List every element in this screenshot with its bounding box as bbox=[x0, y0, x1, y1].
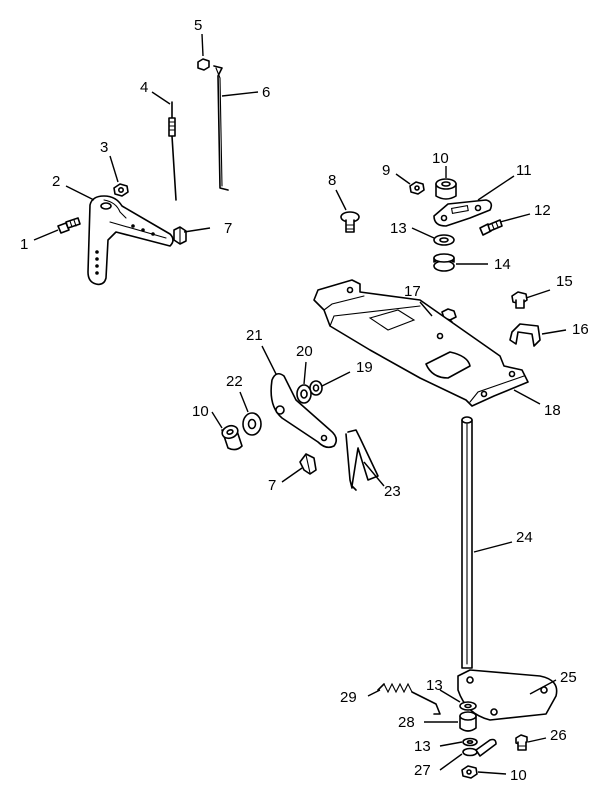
callout-14: 14 bbox=[494, 256, 511, 273]
callout-27: 27 bbox=[414, 762, 431, 779]
part-16-clip bbox=[509, 323, 541, 347]
callout-8: 8 bbox=[328, 172, 336, 189]
part-7-clip-upper bbox=[173, 226, 187, 245]
callout-26: 26 bbox=[550, 727, 567, 744]
callout-4: 4 bbox=[140, 79, 148, 96]
callout-6: 6 bbox=[262, 84, 270, 101]
part-21-lever-arm bbox=[270, 372, 338, 449]
callout-20: 20 bbox=[296, 343, 313, 360]
part-4-cable bbox=[168, 101, 177, 201]
callout-7-lower: 7 bbox=[268, 477, 276, 494]
part-13-washer-upper bbox=[433, 234, 455, 246]
callout-16: 16 bbox=[572, 321, 589, 338]
callout-11: 11 bbox=[516, 162, 532, 179]
callout-25: 25 bbox=[560, 669, 577, 686]
callout-15: 15 bbox=[556, 273, 573, 290]
callout-9: 9 bbox=[382, 162, 390, 179]
callout-12: 12 bbox=[534, 202, 551, 219]
part-5-nut bbox=[197, 58, 210, 71]
callout-28: 28 bbox=[398, 714, 415, 731]
part-10-nut-lower bbox=[461, 765, 478, 779]
part-2-lever-bracket bbox=[87, 195, 174, 286]
callout-18: 18 bbox=[544, 402, 561, 419]
callout-23: 23 bbox=[384, 483, 401, 500]
callout-17: 17 bbox=[404, 283, 421, 300]
part-28-bushing bbox=[459, 711, 477, 732]
callout-19: 19 bbox=[356, 359, 373, 376]
part-10-spacer-middle bbox=[221, 424, 243, 451]
part-23-wire-clip bbox=[345, 429, 379, 491]
part-24-rod bbox=[461, 416, 473, 669]
callout-10-lower: 10 bbox=[510, 767, 527, 784]
part-26-bolt bbox=[515, 734, 528, 751]
part-13-washer-lower bbox=[462, 737, 478, 747]
part-15-bolt bbox=[511, 291, 528, 309]
part-18-mounting-plate bbox=[313, 279, 529, 407]
callout-22: 22 bbox=[226, 373, 243, 390]
part-22-washer bbox=[242, 412, 262, 436]
part-6-linkage-rod bbox=[213, 65, 229, 191]
callout-1: 1 bbox=[20, 236, 28, 253]
callout-13-middle: 13 bbox=[426, 677, 443, 694]
part-1-screw bbox=[57, 217, 81, 234]
part-29-spring bbox=[377, 682, 441, 715]
part-8-bolt bbox=[340, 211, 360, 233]
part-11-bracket-plate bbox=[433, 199, 493, 227]
callout-13-lower: 13 bbox=[414, 738, 431, 755]
part-3-nut bbox=[113, 183, 129, 197]
part-27-tab-washer bbox=[462, 738, 497, 757]
callout-21: 21 bbox=[246, 327, 263, 344]
part-9-nut bbox=[409, 181, 425, 195]
leader-lines bbox=[33, 33, 567, 775]
callout-10-middle: 10 bbox=[192, 403, 209, 420]
callout-3: 3 bbox=[100, 139, 108, 156]
part-7-clip-lower bbox=[299, 453, 317, 475]
part-25-plate bbox=[457, 669, 558, 721]
callout-7-upper: 7 bbox=[224, 220, 232, 237]
callout-labels: 1 2 3 4 5 6 7 8 9 10 11 12 13 14 15 16 1… bbox=[20, 17, 589, 784]
callout-10-upper: 10 bbox=[432, 150, 449, 167]
callout-29: 29 bbox=[340, 689, 357, 706]
callout-2: 2 bbox=[52, 173, 60, 190]
callout-13-upper: 13 bbox=[390, 220, 407, 237]
part-10-spacer-upper bbox=[435, 178, 457, 200]
part-19-washer bbox=[309, 380, 323, 396]
part-13-washer-middle bbox=[459, 701, 477, 711]
part-20-spacer bbox=[296, 384, 312, 404]
part-12-screw bbox=[479, 219, 503, 236]
part-14-grommet bbox=[433, 253, 455, 272]
callout-24: 24 bbox=[516, 529, 533, 546]
callout-5: 5 bbox=[194, 17, 202, 34]
